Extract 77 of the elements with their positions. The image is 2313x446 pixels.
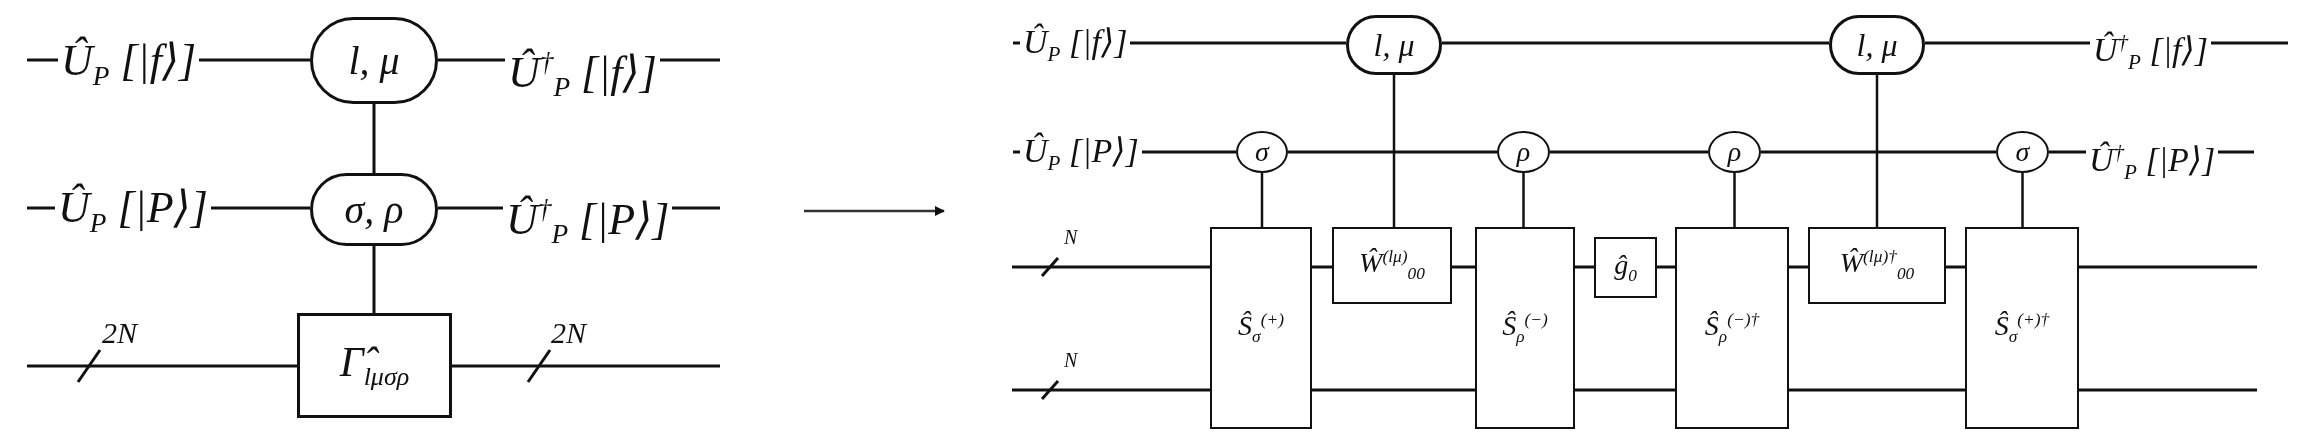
bundle-size-label: 2N (551, 316, 586, 350)
control-line (2021, 173, 2024, 227)
wire (1312, 265, 1332, 269)
wire (1789, 388, 1965, 392)
control-line (1260, 173, 1264, 227)
wire (2211, 41, 2288, 45)
wire (1012, 265, 1210, 269)
wire (1452, 265, 1475, 269)
gate-label: ρ (1516, 136, 1531, 168)
control-line (1392, 75, 1396, 227)
wire (1288, 150, 1497, 154)
wire (2218, 150, 2254, 154)
control-line (372, 246, 376, 313)
wire (2079, 265, 2257, 269)
wire-label: Û$^{†}$$_{P}$ [|P⟩] (2086, 124, 2219, 180)
wire (27, 58, 58, 62)
wire (1575, 388, 1675, 392)
gate-label: l, μ (348, 37, 400, 84)
control-circle (1996, 131, 2049, 173)
wire (1946, 265, 1965, 269)
wire (1013, 41, 1020, 45)
wire (1142, 150, 1236, 154)
gate-label: σ (2015, 136, 2030, 168)
wire-label: Û$_{P}$ [|f⟩] (1020, 17, 1131, 67)
gate-label: l, μ (1373, 26, 1415, 64)
wire (1789, 265, 1808, 269)
wire (199, 58, 310, 62)
wire (211, 206, 310, 210)
bundle-size-label: N (1064, 349, 1078, 372)
control-circle (1236, 131, 1288, 173)
gate-box (297, 313, 452, 418)
gate-box (1808, 227, 1946, 304)
control-line (1733, 173, 1736, 227)
gate-label: Γ̂$_{lμσρ}$ (339, 338, 410, 393)
wire (1312, 388, 1475, 392)
gate-label: ĝ$_{0}$ (1614, 249, 1637, 286)
wire (2079, 388, 2257, 392)
wire (438, 58, 505, 62)
bundle-size-label: 2N (102, 316, 137, 350)
wire-label: Û$^{†}$$_{P}$ [|P⟩] (503, 173, 673, 245)
gate-box (1210, 227, 1312, 429)
gate-box (1965, 227, 2079, 429)
control-circle (1497, 131, 1550, 173)
wire (438, 206, 503, 210)
gate-box (1332, 227, 1452, 304)
gate-box (1675, 227, 1789, 429)
wire (1013, 150, 1020, 154)
wire (1657, 265, 1675, 269)
wire (672, 206, 720, 210)
wire (1012, 388, 1210, 392)
wire (2049, 150, 2086, 154)
wire (1130, 41, 1346, 45)
wire (1761, 150, 1996, 154)
gate-label: l, μ (1856, 26, 1898, 64)
control-line (1522, 173, 1525, 227)
wire (27, 206, 55, 210)
wire (1550, 150, 1708, 154)
gate-label: σ (1255, 136, 1269, 168)
wire-label: Û$_{P}$ [|P⟩] (1020, 125, 1142, 177)
wire (27, 364, 297, 368)
gate-box (1594, 237, 1657, 298)
gate-label: σ, ρ (344, 186, 404, 233)
wire (452, 364, 720, 368)
gate-box (1475, 227, 1575, 429)
wire (660, 58, 720, 62)
wire (1442, 41, 1829, 45)
control-line (1875, 75, 1879, 227)
wire-label: Û$_{P}$ [|P⟩] (55, 176, 211, 240)
wire (1925, 41, 2090, 45)
wire-label: Û$^{†}$$_{P}$ [|f⟩] (505, 30, 660, 94)
control-line (372, 104, 376, 173)
bundle-size-label: N (1064, 226, 1078, 249)
gate-label: ρ (1727, 136, 1742, 168)
wire (1575, 265, 1594, 269)
wire-label: Û$_{P}$ [|f⟩] (58, 33, 200, 89)
wire-label: Û$^{†}$$_{P}$ [|f⟩] (2090, 14, 2212, 70)
control-circle (1708, 131, 1761, 173)
